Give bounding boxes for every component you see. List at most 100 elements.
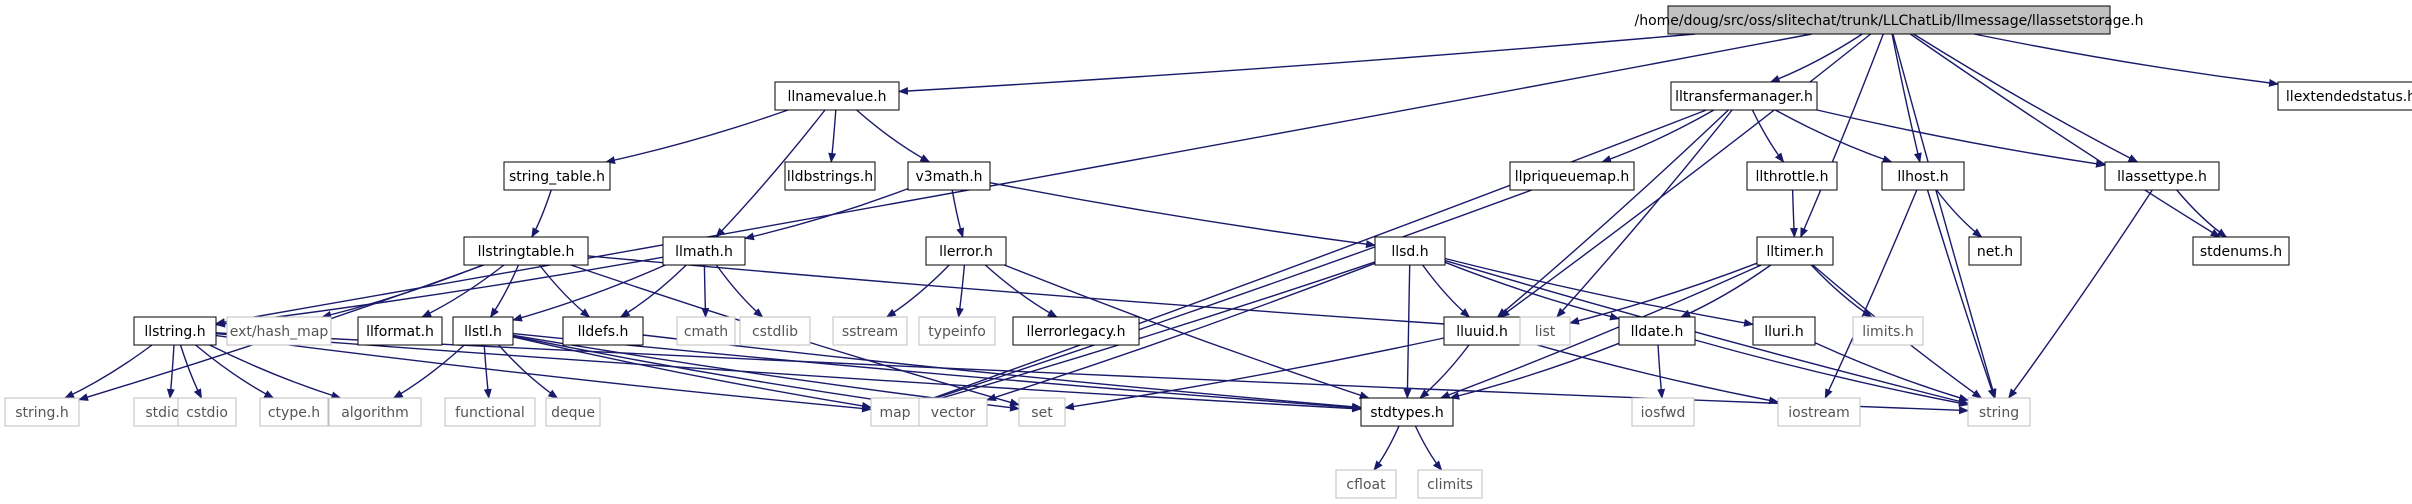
node-algorithm-label: algorithm [341, 405, 409, 421]
node-llnamevalue[interactable]: llnamevalue.h [774, 81, 900, 111]
edge-llstl-to-map [512, 336, 872, 410]
node-llerror[interactable]: llerror.h [925, 236, 1007, 266]
node-llstl[interactable]: llstl.h [452, 316, 514, 346]
node-v3math[interactable]: v3math.h [907, 161, 991, 191]
node-llstringtable-box [463, 236, 589, 266]
node-llsd[interactable]: llsd.h [1374, 236, 1446, 266]
edge-lltransfermanager-to-list [1556, 109, 1733, 318]
edge-stdtypes-to-cfloat [1373, 425, 1400, 471]
node-string_h: string.h [4, 397, 80, 427]
edge-llstring-to-ctype [195, 344, 275, 399]
node-string_table[interactable]: string_table.h [503, 161, 611, 191]
node-lldbstrings-label: lldbstrings.h [787, 169, 873, 185]
node-lluri-label: lluri.h [1764, 324, 1804, 340]
node-llstring[interactable]: llstring.h [133, 316, 217, 346]
node-iostream: iostream [1777, 397, 1861, 427]
node-stdenums[interactable]: stdenums.h [2192, 236, 2290, 266]
node-string_h-label: string.h [15, 405, 69, 421]
edge-llstl-to-functional [483, 344, 492, 399]
edge-lldefs-to-stdtypes [642, 334, 1362, 411]
node-typeinfo-box [918, 316, 996, 346]
node-llthrottle[interactable]: llthrottle.h [1746, 161, 1838, 191]
node-llassettype-box [2104, 161, 2220, 191]
node-lltransfermanager[interactable]: lltransfermanager.h [1670, 81, 1818, 111]
node-cstdio: cstdio [177, 397, 237, 427]
node-iosfwd-label: iosfwd [1641, 405, 1686, 421]
node-lluuid-label: lluuid.h [1456, 324, 1508, 340]
node-lluri[interactable]: lluri.h [1752, 316, 1816, 346]
node-functional-box [444, 397, 536, 427]
node-llpriqueuemap[interactable]: llpriqueuemap.h [1509, 161, 1635, 191]
node-llerror-box [925, 236, 1007, 266]
node-lltransfermanager-box [1670, 81, 1818, 111]
node-lldefs-box [562, 316, 644, 346]
edge-root-to-llassettype [1913, 33, 2139, 163]
node-functional-label: functional [455, 405, 525, 421]
edge-llstring-to-stdtypes [215, 333, 1362, 413]
node-llhost[interactable]: llhost.h [1881, 161, 1965, 191]
node-stdtypes-box [1360, 397, 1454, 427]
node-root[interactable]: /home/doug/src/oss/slitechat/trunk/LLCha… [1634, 5, 2144, 35]
node-llformat[interactable]: llformat.h [357, 316, 443, 346]
node-llerrorlegacy-box [1012, 316, 1140, 346]
edge-lltransfermanager-to-llassettype [1816, 109, 2106, 168]
node-deque-box [545, 397, 601, 427]
edge-lltransfermanager-to-llthrottle [1751, 109, 1785, 163]
edge-lldate-to-string [1694, 339, 1969, 407]
node-climits-label: climits [1427, 477, 1473, 493]
edge-lltransfermanager-to-map [918, 109, 1707, 404]
node-lldbstrings[interactable]: lldbstrings.h [784, 161, 876, 191]
edge-v3math-to-llsd [989, 182, 1376, 249]
edge-root-to-lltransfermanager [1769, 33, 1863, 83]
node-list: list [1519, 316, 1571, 346]
edges-layer [64, 33, 2279, 471]
edge-lltransfermanager-to-llpriqueuemap [1601, 109, 1715, 163]
node-lldefs-label: lldefs.h [578, 324, 629, 340]
node-lltimer[interactable]: lltimer.h [1756, 236, 1834, 266]
node-llerrorlegacy[interactable]: llerrorlegacy.h [1012, 316, 1140, 346]
edge-root-to-llhost [1891, 33, 1922, 163]
edge-lluuid-to-stdtypes [1419, 344, 1470, 399]
edge-llstring-to-map [215, 334, 872, 413]
node-lltimer-label: lltimer.h [1766, 244, 1823, 260]
node-llstringtable[interactable]: llstringtable.h [463, 236, 589, 266]
edge-lldate-to-iosfwd [1657, 344, 1666, 399]
node-lluuid[interactable]: lluuid.h [1443, 316, 1521, 346]
edge-llhost-to-iostream [1824, 189, 1918, 399]
edge-llmath-to-cstdlib [715, 264, 764, 318]
edge-root-to-lltimer [1800, 33, 1884, 238]
edge-llsd-to-string [1444, 259, 1969, 406]
node-cfloat-box [1335, 469, 1397, 499]
node-llassettype[interactable]: llassettype.h [2104, 161, 2220, 191]
node-lldate[interactable]: lldate.h [1618, 316, 1696, 346]
edge-llstl-to-vector [512, 335, 920, 409]
node-stdtypes[interactable]: stdtypes.h [1360, 397, 1454, 427]
node-llstringtable-label: llstringtable.h [478, 244, 575, 260]
node-functional: functional [444, 397, 536, 427]
edge-llnamevalue-to-llmath [715, 109, 826, 238]
node-net[interactable]: net.h [1968, 236, 2022, 266]
node-lldefs[interactable]: lldefs.h [562, 316, 644, 346]
edge-llmath-to-cmath [701, 264, 710, 318]
node-llmath-label: llmath.h [675, 244, 733, 260]
nodes-layer: /home/doug/src/oss/slitechat/trunk/LLCha… [4, 5, 2412, 499]
node-typeinfo-label: typeinfo [928, 324, 986, 340]
node-stdenums-box [2192, 236, 2290, 266]
node-climits: climits [1417, 469, 1483, 499]
edge-llstringtable-to-lldefs [538, 264, 591, 318]
edge-llmath-to-llstl [512, 264, 666, 322]
node-llstring-label: llstring.h [144, 324, 205, 340]
node-map-box [870, 397, 920, 427]
node-set: set [1018, 397, 1066, 427]
edge-v3math-to-llerror [951, 189, 965, 238]
node-llmath[interactable]: llmath.h [662, 236, 746, 266]
node-lldate-label: lldate.h [1631, 324, 1684, 340]
node-cmath-box [676, 316, 736, 346]
edge-llstl-to-algorithm [392, 344, 465, 399]
edge-lltimer-to-lldate [1680, 264, 1772, 318]
node-llextendedstatus[interactable]: llextendedstatus.h [2277, 81, 2412, 111]
node-lldate-box [1618, 316, 1696, 346]
edge-llmath-to-llstring [215, 256, 664, 328]
node-lluri-box [1752, 316, 1816, 346]
node-llpriqueuemap-label: llpriqueuemap.h [1515, 169, 1630, 185]
